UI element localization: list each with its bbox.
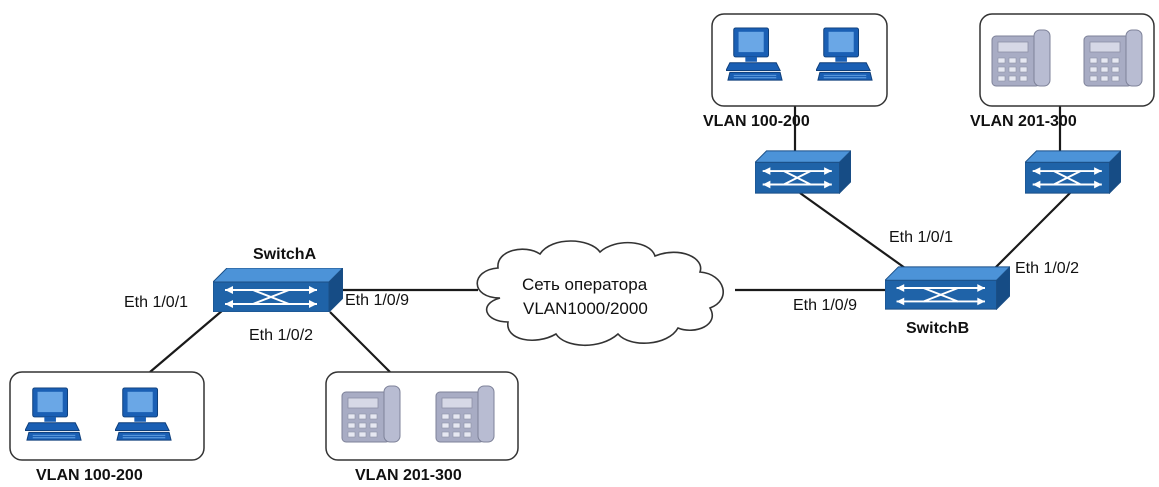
cloud-icon	[476, 240, 724, 346]
group-label-a-phones: VLAN 201-300	[355, 467, 462, 484]
link-switchb-top-left-switch	[799, 192, 906, 269]
ip-phone-icon	[1083, 29, 1143, 87]
switch-b-port-eth2: Eth 1/0/2	[1015, 260, 1079, 277]
switch-a-port-eth9: Eth 1/0/9	[345, 292, 409, 309]
network-switch-icon	[213, 268, 343, 312]
link-switcha-phones	[329, 311, 391, 373]
switch-a-port-eth2: Eth 1/0/2	[249, 327, 313, 344]
link-switcha-pcs	[149, 309, 224, 373]
switch-a-port-eth1: Eth 1/0/1	[124, 294, 188, 311]
switch-a-label: SwitchA	[253, 246, 317, 263]
cloud-label-line1: Сеть оператора	[522, 275, 648, 294]
ip-phone-icon	[435, 385, 495, 443]
link-switchb-top-right-switch	[994, 187, 1076, 269]
ip-phone-icon	[341, 385, 401, 443]
network-switch-icon	[755, 150, 851, 194]
switch-b-port-eth1: Eth 1/0/1	[889, 229, 953, 246]
network-switch-icon	[1025, 150, 1121, 194]
group-label-a-pcs: VLAN 100-200	[36, 467, 143, 484]
ip-phone-icon	[991, 29, 1051, 87]
group-label-b-phones: VLAN 201-300	[970, 113, 1077, 130]
switch-b-label: SwitchB	[906, 320, 969, 337]
network-switch-icon	[885, 266, 1010, 310]
cloud-label-line2: VLAN1000/2000	[523, 299, 648, 318]
group-label-b-pcs: VLAN 100-200	[703, 113, 810, 130]
switch-b-port-eth9: Eth 1/0/9	[793, 297, 857, 314]
